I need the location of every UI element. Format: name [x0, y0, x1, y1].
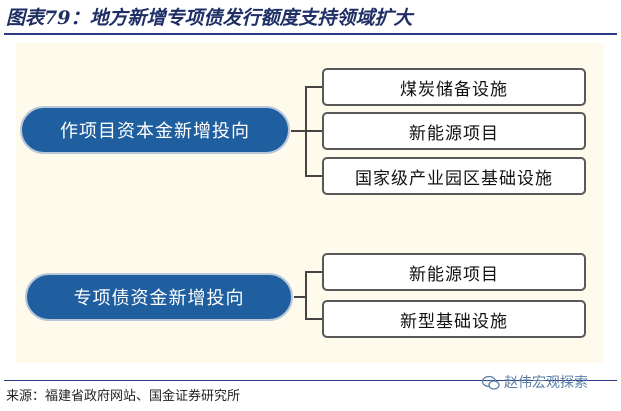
leaf-industrial-park-label: 国家级产业园区基础设施: [355, 168, 553, 189]
connector-b-branch-2: [305, 318, 322, 320]
leaf-new-energy-b: 新能源项目: [322, 253, 586, 291]
watermark: 赵伟宏观探索: [482, 372, 588, 394]
connector-a-stem: [291, 130, 305, 132]
connector-b-branch-1: [305, 271, 322, 273]
leaf-industrial-park: 国家级产业园区基础设施: [322, 157, 586, 195]
source-note: 来源：福建省政府网站、国金证券研究所: [6, 389, 241, 404]
leaf-coal-reserve-label: 煤炭储备设施: [400, 79, 508, 100]
hub-capital-investment-label: 作项目资本金新增投向: [60, 121, 250, 142]
connector-b-spine: [305, 271, 307, 319]
leaf-new-energy-a-label: 新能源项目: [409, 123, 499, 144]
watermark-text: 赵伟宏观探索: [504, 375, 588, 391]
leaf-new-energy-b-label: 新能源项目: [409, 264, 499, 285]
figure-title: 图表79：地方新增专项债发行额度支持领域扩大: [6, 7, 413, 29]
wechat-icon: [482, 375, 500, 390]
leaf-coal-reserve: 煤炭储备设施: [322, 68, 586, 106]
connector-b-stem: [294, 296, 305, 298]
leaf-new-infrastructure-label: 新型基础设施: [400, 311, 508, 332]
connector-a-branch-1: [305, 86, 322, 88]
leaf-new-energy-a: 新能源项目: [322, 112, 586, 150]
hub-special-bond-investment: 专项债资金新增投向: [25, 273, 293, 321]
hub-capital-investment: 作项目资本金新增投向: [20, 106, 290, 154]
connector-a-branch-3: [305, 175, 322, 177]
title-divider: [4, 33, 617, 35]
hub-special-bond-investment-label: 专项债资金新增投向: [73, 288, 245, 309]
source-divider: [4, 380, 617, 381]
connector-a-branch-2: [305, 130, 322, 132]
leaf-new-infrastructure: 新型基础设施: [322, 300, 586, 338]
